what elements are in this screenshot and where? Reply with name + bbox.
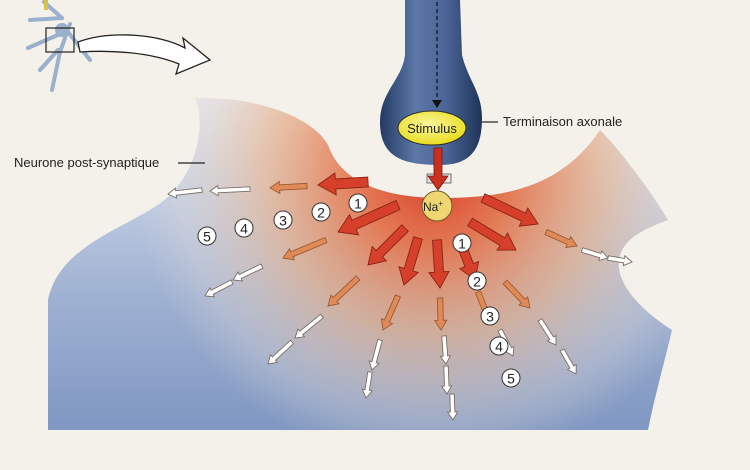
weak-arrow-11 bbox=[446, 393, 459, 421]
wave-number-text: 2 bbox=[317, 205, 325, 221]
zoom-box bbox=[45, 27, 75, 53]
weak-arrow-3 bbox=[232, 263, 264, 282]
wave-number-text: 3 bbox=[486, 309, 494, 325]
wave-number-text: 1 bbox=[354, 196, 362, 212]
stimulus-ellipse bbox=[397, 110, 467, 146]
weak-arrow-4 bbox=[204, 279, 234, 298]
strong-arrow-1 bbox=[317, 172, 369, 196]
mid-arrow-1 bbox=[269, 180, 308, 195]
wave-number-1: 1 bbox=[348, 193, 368, 213]
wave-number-text: 4 bbox=[495, 339, 503, 355]
sodium-ion-label: Na+ bbox=[423, 199, 443, 214]
wave-number-1: 1 bbox=[452, 233, 472, 253]
wave-number-text: 4 bbox=[240, 221, 248, 237]
strong-arrow-8 bbox=[480, 193, 539, 227]
ion-charge: + bbox=[438, 199, 443, 208]
propagation-arrows bbox=[167, 172, 633, 421]
axon-terminal-label: Terminaison axonale bbox=[503, 114, 622, 129]
postsynaptic-label: Neurone post-synaptique bbox=[14, 155, 159, 170]
wave-number-2: 2 bbox=[311, 202, 331, 222]
mid-arrow-7 bbox=[502, 279, 531, 309]
mid-arrow-4 bbox=[380, 294, 402, 331]
wave-number-text: 5 bbox=[203, 229, 211, 245]
wave-number-text: 3 bbox=[279, 213, 287, 229]
wave-number-text: 1 bbox=[458, 236, 466, 252]
zoom-arrow bbox=[77, 34, 212, 76]
weak-arrow-15 bbox=[580, 247, 609, 262]
strong-arrow-3 bbox=[367, 224, 409, 266]
wave-number-circle bbox=[273, 210, 293, 230]
wave-number-text: 2 bbox=[473, 274, 481, 290]
strong-arrow-2 bbox=[337, 199, 401, 236]
sodium-ion bbox=[421, 190, 453, 222]
wave-number-text: 5 bbox=[507, 371, 515, 387]
wave-number-circle bbox=[311, 202, 331, 222]
weak-arrow-1 bbox=[209, 184, 251, 197]
strong-arrow-7 bbox=[467, 217, 517, 251]
excitation-heat-zone bbox=[48, 97, 672, 430]
stimulus-to-ion-arrow bbox=[427, 147, 449, 191]
wave-number-3: 3 bbox=[273, 210, 293, 230]
stimulus-label: Stimulus bbox=[407, 121, 457, 136]
weak-arrow-7 bbox=[368, 338, 383, 371]
wave-number-4: 4 bbox=[489, 336, 509, 356]
wave-number-circle bbox=[501, 368, 521, 388]
wave-number-circle bbox=[452, 233, 472, 253]
mid-arrow-8 bbox=[544, 228, 578, 249]
weak-arrow-9 bbox=[439, 335, 452, 365]
weak-arrow-8 bbox=[361, 371, 374, 399]
weak-arrow-16 bbox=[607, 254, 633, 267]
wave-number-circle bbox=[480, 306, 500, 326]
strong-arrow-4 bbox=[398, 236, 423, 286]
weak-arrow-6 bbox=[267, 339, 295, 365]
wave-number-circle bbox=[197, 226, 217, 246]
strong-arrow-5 bbox=[428, 239, 450, 289]
mid-arrow-2 bbox=[282, 236, 328, 261]
wave-number-2: 2 bbox=[467, 271, 487, 291]
wave-number-3: 3 bbox=[480, 306, 500, 326]
mid-arrow-5 bbox=[433, 297, 448, 331]
mid-arrow-3 bbox=[327, 275, 361, 307]
weak-arrow-10 bbox=[440, 365, 453, 395]
wave-number-5: 5 bbox=[197, 226, 217, 246]
weak-arrow-5 bbox=[294, 313, 325, 339]
ion-symbol: Na bbox=[423, 200, 439, 214]
wave-number-circle bbox=[489, 336, 509, 356]
wave-number-4: 4 bbox=[234, 218, 254, 238]
weak-arrow-2 bbox=[167, 187, 203, 199]
wave-number-5: 5 bbox=[501, 368, 521, 388]
weak-arrow-13 bbox=[537, 318, 557, 346]
dashed-arrow-head bbox=[432, 100, 442, 108]
weak-arrow-14 bbox=[559, 348, 577, 375]
wave-number-circle bbox=[234, 218, 254, 238]
wave-number-circle bbox=[348, 193, 368, 213]
wave-number-circle bbox=[467, 271, 487, 291]
